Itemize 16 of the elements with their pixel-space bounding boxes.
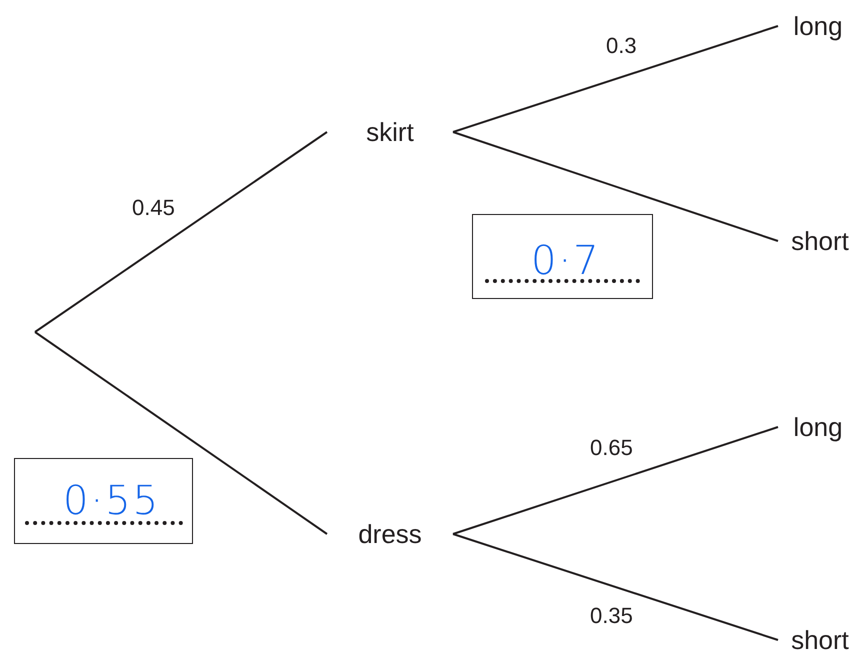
outcome-label: long	[793, 412, 843, 442]
branch-line	[452, 426, 778, 535]
answer-box	[14, 458, 193, 544]
handwritten-answer: 0·55	[63, 481, 160, 521]
branch-line	[34, 131, 328, 333]
branch-line	[452, 533, 778, 641]
handwritten-answer: 0·7	[531, 241, 601, 281]
outcome-label: skirt	[366, 116, 414, 148]
branch-line	[452, 25, 778, 133]
outcome-label: short	[791, 624, 849, 655]
branch-line	[452, 131, 778, 242]
outcome-label: dress	[358, 518, 422, 550]
outcome-label: long	[793, 10, 843, 42]
answer-box	[472, 214, 653, 299]
branch-line	[34, 331, 328, 535]
outcome-label: short	[791, 226, 849, 256]
